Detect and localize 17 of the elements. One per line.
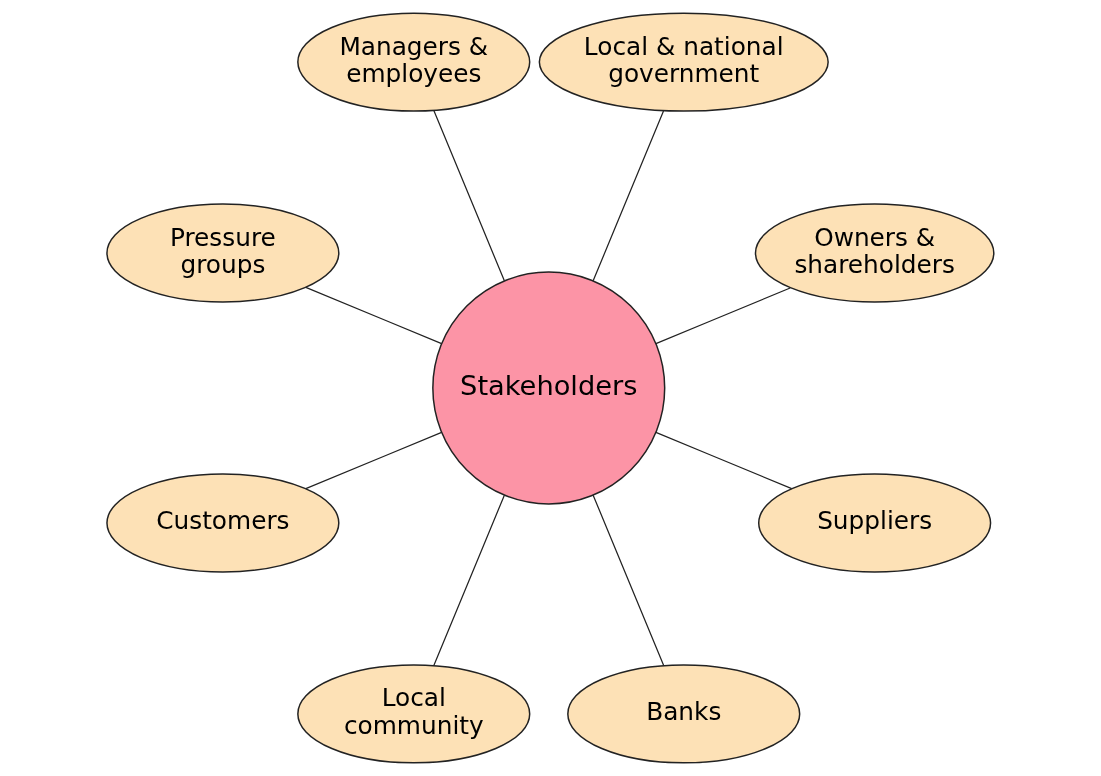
node-ellipse: Suppliers — [758, 473, 992, 573]
node-ellipse: Banks — [567, 664, 801, 764]
connector — [592, 110, 665, 282]
node-ellipse: Local community — [297, 664, 531, 764]
node-ellipse: Pressure groups — [106, 203, 340, 303]
connector — [305, 431, 443, 490]
connector — [305, 286, 443, 345]
node-ellipse: Owners & shareholders — [754, 203, 995, 303]
connector — [655, 431, 793, 490]
connector — [655, 287, 791, 345]
node-ellipse: Customers — [106, 473, 340, 573]
connector — [433, 494, 505, 667]
connector — [433, 109, 505, 282]
connector — [592, 494, 665, 667]
node-ellipse: Managers & employees — [297, 12, 531, 112]
node-ellipse: Local & national government — [538, 12, 829, 112]
node-circle: Stakeholders — [432, 271, 666, 505]
